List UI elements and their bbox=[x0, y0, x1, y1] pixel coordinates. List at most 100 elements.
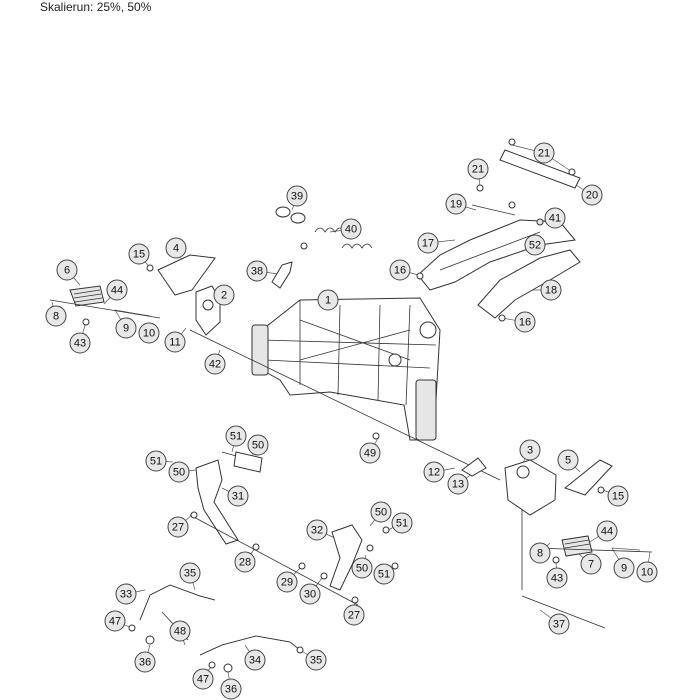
callout-bubble bbox=[69, 332, 91, 354]
callout-c44b: 44 bbox=[596, 520, 618, 542]
callout-label: 50 bbox=[173, 467, 185, 479]
callout-label: 17 bbox=[422, 238, 434, 250]
callout-c30: 30 bbox=[299, 583, 321, 605]
callout-c17: 17 bbox=[417, 232, 439, 254]
callout-c35: 35 bbox=[179, 562, 201, 584]
callout-label: 15 bbox=[133, 249, 145, 261]
callout-c37: 37 bbox=[548, 613, 570, 635]
callout-c51: 51 bbox=[225, 425, 247, 447]
callout-c21b: 21 bbox=[467, 158, 489, 180]
callout-bubble bbox=[115, 583, 137, 605]
callout-label: 34 bbox=[249, 655, 261, 667]
callout-c27b: 27 bbox=[343, 604, 365, 626]
callout-c20: 20 bbox=[581, 184, 603, 206]
callout-label: 35 bbox=[310, 655, 322, 667]
callout-label: 32 bbox=[311, 525, 323, 537]
callout-label: 9 bbox=[621, 563, 627, 575]
callout-label: 27 bbox=[348, 610, 360, 622]
callout-label: 51 bbox=[396, 518, 408, 530]
callout-c47: 47 bbox=[104, 610, 126, 632]
callout-c9b: 9 bbox=[613, 557, 635, 579]
callout-bubble bbox=[276, 571, 298, 593]
callout-c13: 13 bbox=[447, 473, 469, 495]
callout-c7: 7 bbox=[580, 553, 602, 575]
callout-label: 2 bbox=[221, 290, 227, 302]
callout-label: 44 bbox=[111, 285, 123, 297]
callout-c39: 39 bbox=[286, 185, 308, 207]
callout-bubble bbox=[529, 542, 551, 564]
callout-c29: 29 bbox=[276, 571, 298, 593]
callout-bubble bbox=[514, 311, 536, 333]
callout-c41: 41 bbox=[544, 207, 566, 229]
callout-bubble bbox=[370, 501, 392, 523]
callout-label: 44 bbox=[601, 526, 613, 538]
callout-bubble bbox=[613, 557, 635, 579]
callout-label: 40 bbox=[345, 224, 357, 236]
callout-c12: 12 bbox=[423, 461, 445, 483]
callout-c10b: 10 bbox=[636, 561, 658, 583]
callout-c36b: 36 bbox=[220, 678, 242, 700]
rear-strap bbox=[471, 138, 581, 226]
callout-bubble bbox=[417, 232, 439, 254]
callout-label: 4 bbox=[173, 243, 179, 255]
callout-c48: 48 bbox=[169, 620, 191, 642]
callout-label: 6 bbox=[64, 265, 70, 277]
callout-bubble bbox=[246, 260, 268, 282]
callout-label: 35 bbox=[184, 568, 196, 580]
callout-c8: 8 bbox=[45, 305, 67, 327]
callout-label: 8 bbox=[537, 548, 543, 560]
callout-bubble bbox=[391, 512, 413, 534]
callout-bubble bbox=[168, 461, 190, 483]
callout-bubble bbox=[138, 322, 160, 344]
callout-bubble bbox=[351, 557, 373, 579]
callout-c50d: 50 bbox=[351, 557, 373, 579]
callout-label: 52 bbox=[529, 240, 541, 252]
callout-bubble bbox=[220, 678, 242, 700]
callout-label: 37 bbox=[553, 619, 565, 631]
callout-label: 36 bbox=[139, 657, 151, 669]
callout-bubble bbox=[227, 485, 249, 507]
callout-c21: 21 bbox=[533, 142, 555, 164]
callout-bubble bbox=[423, 461, 445, 483]
callout-label: 16 bbox=[394, 265, 406, 277]
callout-bubble bbox=[389, 259, 411, 281]
callout-c1: 1 bbox=[317, 289, 339, 311]
callout-c52: 52 bbox=[524, 234, 546, 256]
callout-c32: 32 bbox=[306, 519, 328, 541]
callout-label: 16 bbox=[519, 317, 531, 329]
callout-label: 51 bbox=[378, 569, 390, 581]
callout-bubble bbox=[165, 237, 187, 259]
side-stand-rod bbox=[521, 595, 606, 629]
callout-c50: 50 bbox=[247, 434, 269, 456]
callout-c35b: 35 bbox=[305, 649, 327, 671]
callout-label: 18 bbox=[545, 285, 557, 297]
callout-label: 8 bbox=[53, 311, 59, 323]
callout-label: 29 bbox=[281, 577, 293, 589]
callout-c51c: 51 bbox=[391, 512, 413, 534]
callout-bubble bbox=[169, 620, 191, 642]
engine-mount-bracket-right bbox=[329, 524, 363, 591]
callout-bubble bbox=[234, 551, 256, 573]
callout-c10: 10 bbox=[138, 322, 160, 344]
callout-label: 15 bbox=[612, 491, 624, 503]
callout-bubble bbox=[636, 561, 658, 583]
callout-label: 28 bbox=[239, 557, 251, 569]
callout-label: 20 bbox=[586, 190, 598, 202]
callout-label: 41 bbox=[549, 213, 561, 225]
callout-label: 51 bbox=[230, 431, 242, 443]
callout-bubble bbox=[596, 520, 618, 542]
callout-bubble bbox=[56, 259, 78, 281]
callout-bubble bbox=[317, 289, 339, 311]
main-frame bbox=[251, 297, 441, 441]
callout-label: 47 bbox=[109, 616, 121, 628]
callout-label: 12 bbox=[428, 467, 440, 479]
lower-mount-rod bbox=[189, 514, 399, 606]
callout-bubble bbox=[244, 649, 266, 671]
callout-label: 50 bbox=[356, 563, 368, 575]
callout-bubble bbox=[179, 562, 201, 584]
callout-c50b: 50 bbox=[168, 461, 190, 483]
callout-bubble bbox=[192, 668, 214, 690]
callout-c36: 36 bbox=[134, 651, 156, 673]
callout-label: 30 bbox=[304, 589, 316, 601]
